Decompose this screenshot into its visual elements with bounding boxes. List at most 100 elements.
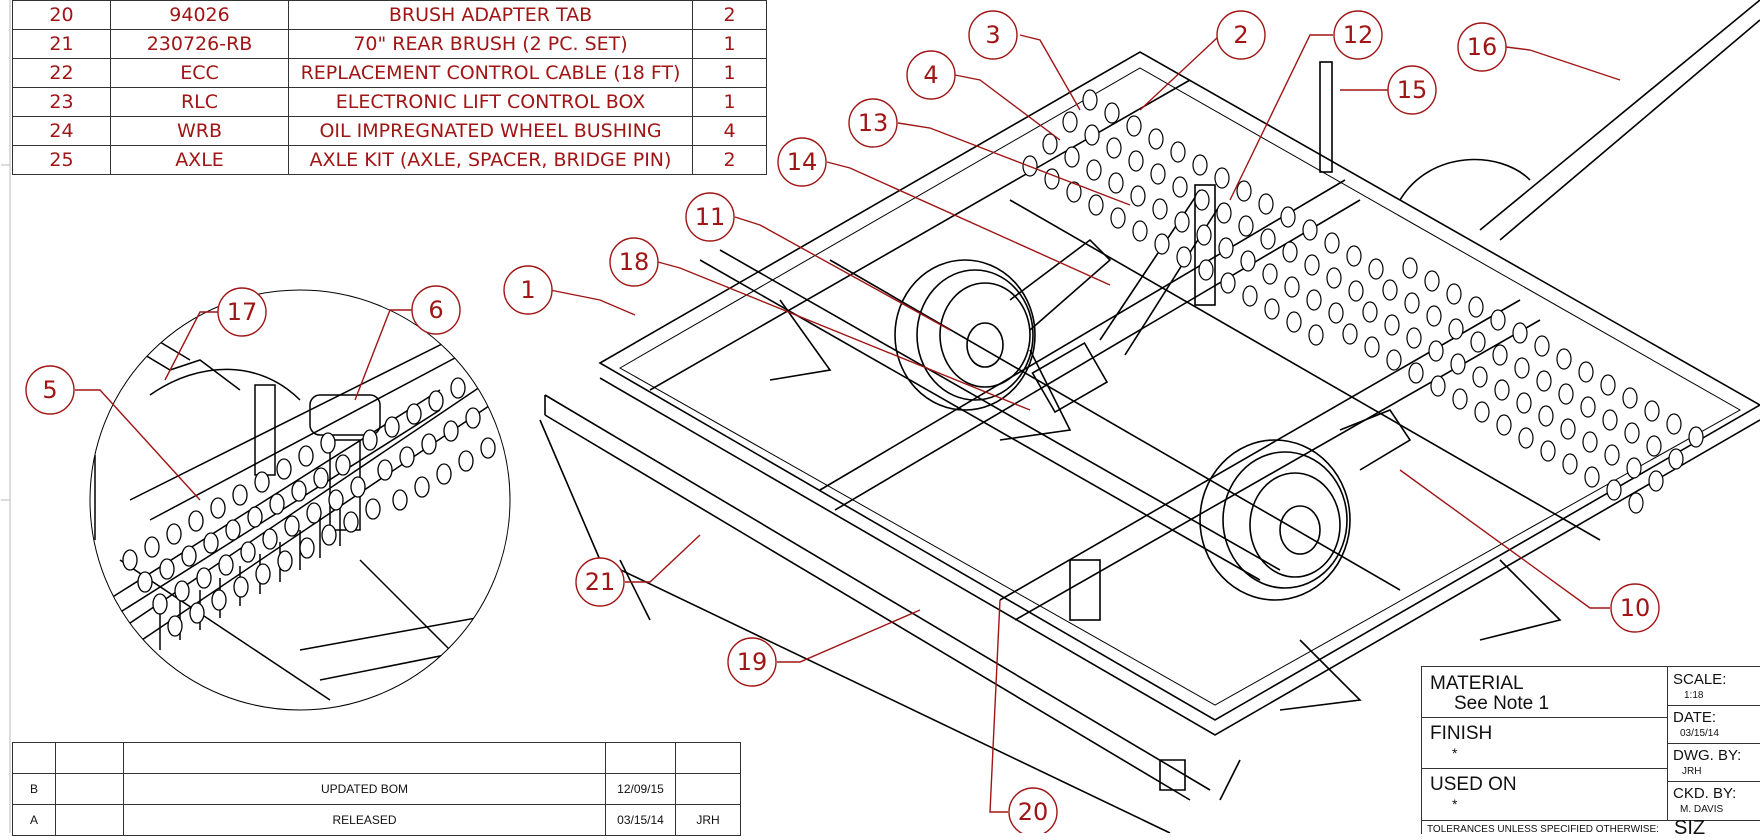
scale-value: 1:18: [1684, 690, 1704, 701]
callout-number: 4: [923, 61, 938, 89]
brush-coil: [1148, 128, 1164, 150]
brush-coil: [1626, 457, 1642, 479]
brush-coil: [443, 420, 459, 442]
brush-coil: [1084, 124, 1100, 146]
brush-coil: [1368, 258, 1384, 280]
rev-letter: B: [12, 773, 56, 805]
brush-coil: [321, 524, 337, 546]
brush-coil: [392, 489, 408, 511]
brush-coil: [1130, 185, 1146, 207]
brush-coil: [1308, 324, 1324, 346]
brush-coil: [181, 545, 197, 567]
brush-coil: [1152, 198, 1168, 220]
leader-line: [1505, 46, 1621, 81]
callout-number: 3: [985, 21, 1000, 49]
callout-number: 19: [737, 648, 768, 676]
callout-balloon: [685, 192, 735, 242]
bom-item-number: 20: [12, 0, 111, 30]
rev-by: [675, 773, 741, 805]
callout-1: 1: [503, 265, 636, 316]
brush-coil: [1404, 292, 1420, 314]
brush-coil: [1534, 335, 1550, 357]
finish-label: FINISH: [1430, 723, 1493, 744]
brush-coil: [1194, 189, 1210, 211]
brush-coil: [166, 523, 182, 545]
callout-number: 13: [858, 109, 889, 137]
callout-10: 10: [1399, 469, 1660, 633]
brush-coil: [421, 433, 437, 455]
brush-coil: [1196, 224, 1212, 246]
brush-coil: [277, 550, 293, 572]
brush-coil: [465, 407, 481, 429]
brush-coil: [414, 476, 430, 498]
material-value: See Note 1: [1454, 693, 1550, 714]
brush-coil: [210, 497, 226, 519]
callout-number: 17: [227, 298, 258, 326]
brush-coil: [291, 480, 307, 502]
dwg-by-value: JRH: [1682, 766, 1702, 777]
brush-coil: [384, 416, 400, 438]
brush-coil: [240, 541, 256, 563]
brush-coil: [1282, 241, 1298, 263]
callout-number: 2: [1233, 21, 1248, 49]
brush-coil: [1558, 383, 1574, 405]
callout-3: 3: [968, 10, 1081, 111]
brush-coil: [1606, 479, 1622, 501]
callout-14: 14: [777, 137, 1111, 286]
callout-21: 21: [575, 534, 701, 607]
brush-coil: [1602, 409, 1618, 431]
brush-coil: [1578, 361, 1594, 383]
brush-coil: [174, 580, 190, 602]
brush-coil: [328, 489, 344, 511]
brush-coil: [1560, 418, 1576, 440]
callout-balloon: [25, 365, 75, 415]
brush-coil: [1172, 176, 1188, 198]
brush-coil: [1668, 448, 1684, 470]
brush-coil: [1284, 276, 1300, 298]
brush-coil: [1348, 280, 1364, 302]
brush-coil: [255, 563, 271, 585]
brush-coil: [1562, 453, 1578, 475]
brush-coil: [1428, 340, 1444, 362]
callout-balloon: [575, 557, 625, 607]
brush-coil: [1518, 427, 1534, 449]
dwg-by-label: DWG. BY:: [1673, 747, 1742, 764]
brush-coil: [284, 515, 300, 537]
brush-coil: [159, 558, 175, 580]
brush-coil: [188, 510, 204, 532]
brush-coil: [1198, 259, 1214, 281]
brush-coil: [1110, 207, 1126, 229]
brush-coil: [218, 554, 234, 576]
brush-coil: [1082, 89, 1098, 111]
leader-line: [1229, 34, 1333, 201]
brush-coil: [1580, 396, 1596, 418]
callout-balloon: [1008, 787, 1058, 833]
brush-coil: [1236, 180, 1252, 202]
bom-description: REPLACEMENT CONTROL CABLE (18 FT): [288, 58, 693, 88]
leader-line: [1019, 34, 1081, 111]
brush-coil: [1324, 232, 1340, 254]
brush-coil: [1584, 466, 1600, 488]
ckd-by-value: M. DAVIS: [1680, 804, 1724, 815]
brush-coil: [1408, 362, 1424, 384]
date-value: 03/15/14: [1680, 728, 1719, 739]
rev-description: UPDATED BOM: [123, 773, 606, 805]
brush-coil: [211, 589, 227, 611]
brush-coil: [1126, 115, 1142, 137]
brush-coil: [1468, 296, 1484, 318]
brush-coil: [1386, 349, 1402, 371]
brush-coil: [1302, 219, 1318, 241]
brush-coil: [343, 511, 359, 533]
brush-coil: [1540, 440, 1556, 462]
brush-coil: [137, 571, 153, 593]
callout-balloon: [906, 50, 956, 100]
bom-description: 70" REAR BRUSH (2 PC. SET): [288, 29, 693, 59]
brush-coil: [1104, 102, 1120, 124]
callout-19: 19: [727, 609, 921, 687]
leader-line: [1139, 36, 1219, 111]
callout-20: 20: [989, 599, 1058, 833]
brush-coil: [152, 593, 168, 615]
